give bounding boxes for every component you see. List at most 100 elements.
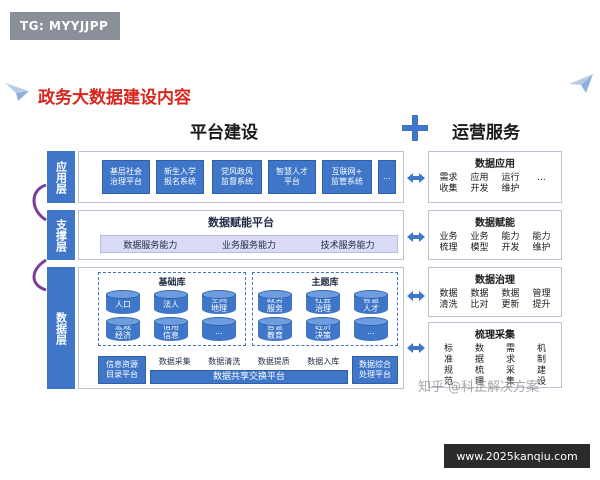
service-title: 梳理采集 — [475, 330, 515, 341]
database-cylinder: 社会 治理 — [306, 290, 340, 314]
service-item: 更新 — [501, 300, 520, 310]
service-item: 开发 — [501, 243, 520, 253]
service-item: 比对 — [470, 300, 489, 310]
resource-catalog-box: 信息资源 目录平台 — [98, 356, 146, 384]
watermark: 知乎 @科正解决方案 — [418, 380, 540, 395]
service-item: 维护 — [501, 184, 520, 194]
platform-heading: 平台建设 — [190, 123, 258, 143]
service-item: 维护 — [532, 243, 551, 253]
service-grid: 业务业务能力能力梳理模型开发维护 — [429, 229, 561, 254]
database-cylinder: ... — [354, 317, 388, 341]
service-item: 数据 — [439, 289, 458, 299]
database-label: 信用 信息 — [154, 321, 188, 341]
service-item: 梳理 — [439, 243, 458, 253]
service-item: 业务 — [439, 232, 458, 242]
database-top — [106, 317, 140, 326]
database-label: 政务 服务 — [258, 294, 292, 314]
capability-bar: 数据服务能力 业务服务能力 技术服务能力 — [100, 235, 398, 253]
service-item: 范 — [443, 377, 453, 387]
service-item: 求 — [505, 355, 515, 365]
service-heading: 运营服务 — [452, 123, 520, 143]
paper-plane-right-icon — [569, 74, 593, 93]
service-panel: 数据赋能业务业务能力能力梳理模型开发维护 — [428, 210, 562, 260]
database-top — [106, 290, 140, 299]
database-label: 社会 治理 — [306, 294, 340, 314]
support-title: 数据赋能平台 — [208, 216, 274, 229]
app-item: 互联网+ 监管系统 — [322, 160, 372, 194]
database-cylinder: 智慧 教育 — [258, 317, 292, 341]
support-layer-label: 支撑层 — [47, 210, 75, 260]
service-grid: 标数需机准据求制规梳采建范理集设 — [429, 341, 561, 388]
service-item: 模型 — [470, 243, 489, 253]
app-layer-label: 应用层 — [47, 151, 75, 203]
service-grid: 需求应用运行...收集开发维护 — [429, 170, 561, 195]
service-item: 开发 — [470, 184, 489, 194]
capability-business: 业务服务能力 — [221, 240, 276, 251]
service-panel: 数据应用需求应用运行...收集开发维护 — [428, 151, 562, 203]
database-cylinder: 经济 决策 — [306, 317, 340, 341]
service-item: 设 — [536, 377, 546, 387]
service-item: 应用 — [470, 173, 489, 183]
page-title: 政务大数据建设内容 — [38, 88, 191, 108]
double-arrows — [407, 173, 425, 353]
service-grid: 数据 数据 数据 管理清洗 比对 更新 提升 — [429, 286, 561, 311]
theme-library-title: 主题库 — [311, 278, 339, 288]
service-item: 规 — [443, 366, 453, 376]
database-cylinder: 政务 服务 — [258, 290, 292, 314]
service-item: 需 — [505, 344, 515, 354]
database-label: ... — [354, 321, 388, 341]
service-item: 集 — [505, 377, 515, 387]
database-cylinder: 智慧 人才 — [354, 290, 388, 314]
service-item: 数据 — [470, 289, 489, 299]
service-item: 梳 — [474, 366, 484, 376]
service-item — [526, 184, 557, 195]
service-panel: 梳理采集标数需机准据求制规梳采建范理集设 — [428, 322, 562, 388]
database-top — [306, 290, 340, 299]
service-item: 能力 — [501, 232, 520, 242]
service-item: 清洗 — [439, 300, 458, 310]
service-item: 运行 — [501, 173, 520, 183]
app-item: 党风政风 监督系统 — [212, 160, 262, 194]
database-label: 空间 地理 — [202, 294, 236, 314]
service-item: 能力 — [532, 232, 551, 242]
database-cylinder: 信用 信息 — [154, 317, 188, 341]
service-item: 数据 — [501, 289, 520, 299]
database-cylinder: ... — [202, 317, 236, 341]
base-library-title: 基础库 — [158, 278, 186, 288]
service-item: 据 — [474, 355, 484, 365]
service-title: 数据治理 — [475, 275, 515, 286]
database-top — [354, 290, 388, 299]
paper-plane-left-icon — [5, 83, 29, 101]
capability-tech: 技术服务能力 — [320, 240, 375, 251]
database-label: 宏观 经济 — [106, 321, 140, 341]
service-item: 管理 — [532, 289, 551, 299]
app-item: ... — [378, 160, 396, 194]
database-label: 智慧 人才 — [354, 294, 388, 314]
service-panel: 数据治理数据 数据 数据 管理清洗 比对 更新 提升 — [428, 267, 562, 317]
database-label: 人口 — [106, 294, 140, 314]
database-cylinder: 人口 — [106, 290, 140, 314]
service-item: 机 — [536, 344, 546, 354]
database-top — [202, 317, 236, 326]
database-label: 法人 — [154, 294, 188, 314]
flow-label-quality: 数据提质 — [257, 357, 290, 366]
database-cylinder: 宏观 经济 — [106, 317, 140, 341]
service-item: 收集 — [439, 184, 458, 194]
service-item: 制 — [536, 355, 546, 365]
flow-labels: 数据采集 数据清洗 数据提质 数据入库 — [150, 356, 348, 368]
database-label: 智慧 教育 — [258, 321, 292, 341]
flow-label-collect: 数据采集 — [158, 357, 191, 366]
data-processing-box: 数据综合 处理平台 — [352, 356, 398, 384]
service-item: 准 — [443, 355, 453, 365]
data-layer-text: 数据层 — [54, 311, 68, 345]
flow-label-clean: 数据清洗 — [208, 357, 241, 366]
service-item: ... — [537, 173, 546, 183]
database-cylinder: 法人 — [154, 290, 188, 314]
database-top — [154, 317, 188, 326]
database-top — [306, 317, 340, 326]
app-item: 新生入学 报名系统 — [156, 160, 204, 194]
service-item: 采 — [505, 366, 515, 376]
service-title: 数据应用 — [475, 159, 515, 170]
service-item: 提升 — [532, 300, 551, 310]
site-badge: www.2025kanqiu.com — [444, 444, 590, 468]
